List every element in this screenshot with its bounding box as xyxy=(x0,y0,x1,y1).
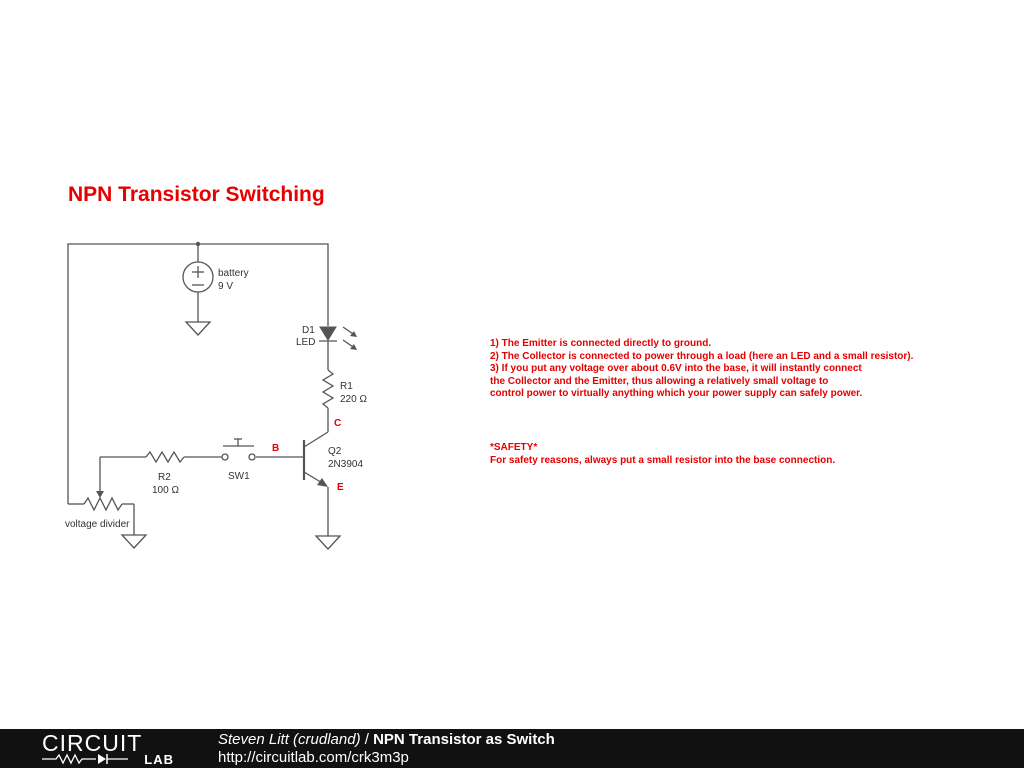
ground-icon xyxy=(314,535,342,550)
logo-text-top: CIRCUIT xyxy=(42,730,143,756)
author-link[interactable]: Steven Litt (crudland) xyxy=(218,731,361,748)
q2-name: Q2 xyxy=(328,446,342,457)
project-title: NPN Transistor as Switch xyxy=(373,731,555,748)
ground-icon xyxy=(120,534,148,549)
footer-bar: CIRCUIT LAB Steven Litt (crudland) / NPN… xyxy=(0,729,1024,768)
pin-base-label: B xyxy=(272,443,279,454)
ground-icon xyxy=(184,321,212,336)
pot-name: voltage divider xyxy=(65,519,130,530)
battery-symbol xyxy=(182,244,214,322)
note-line: 1) The Emitter is connected directly to … xyxy=(490,338,712,349)
note-line: 3) If you put any voltage over about 0.6… xyxy=(490,363,862,374)
wire-top-rail xyxy=(67,243,329,504)
d1-name: D1 xyxy=(302,325,315,336)
note-line: control power to virtually anything whic… xyxy=(490,388,863,399)
battery-value: 9 V xyxy=(218,281,233,292)
npn-transistor-symbol xyxy=(302,425,329,536)
pin-emitter-label: E xyxy=(337,482,344,493)
logo-resistor-diode-icon xyxy=(42,753,128,765)
r2-name: R2 xyxy=(158,472,171,483)
pin-collector-label: C xyxy=(334,418,341,429)
diagram-title: NPN Transistor Switching xyxy=(68,183,325,206)
schematic: battery 9 V D1 LED R1 220 Ω C Q2 2N3904 … xyxy=(65,241,367,550)
sw1-name: SW1 xyxy=(228,471,250,482)
safety-heading: *SAFETY* xyxy=(490,442,538,453)
project-url-link[interactable]: http://circuitlab.com/crk3m3p xyxy=(218,749,409,766)
notes-block: 1) The Emitter is connected directly to … xyxy=(490,338,913,401)
resistor-r1-symbol xyxy=(321,369,335,425)
led-symbol xyxy=(319,326,357,370)
pushbutton-switch-symbol xyxy=(184,438,256,461)
r1-name: R1 xyxy=(340,381,353,392)
footer-attribution: Steven Litt (crudland) / NPN Transistor … xyxy=(218,731,555,748)
q2-value: 2N3904 xyxy=(328,459,363,470)
d1-value: LED xyxy=(296,337,315,348)
note-line: 2) The Collector is connected to power t… xyxy=(490,350,914,362)
r2-value: 100 Ω xyxy=(152,485,179,496)
safety-text: For safety reasons, always put a small r… xyxy=(490,454,836,466)
r1-value: 220 Ω xyxy=(340,394,367,405)
battery-name: battery xyxy=(218,268,249,279)
resistor-r2-symbol xyxy=(100,450,185,464)
potentiometer-symbol xyxy=(83,457,135,535)
note-line: the Collector and the Emitter, thus allo… xyxy=(490,375,829,387)
circuitlab-logo[interactable]: CIRCUIT LAB xyxy=(42,731,174,767)
logo-text-bottom: LAB xyxy=(144,752,174,767)
safety-block: *SAFETY* For safety reasons, always put … xyxy=(490,442,835,467)
separator: / xyxy=(360,731,374,748)
